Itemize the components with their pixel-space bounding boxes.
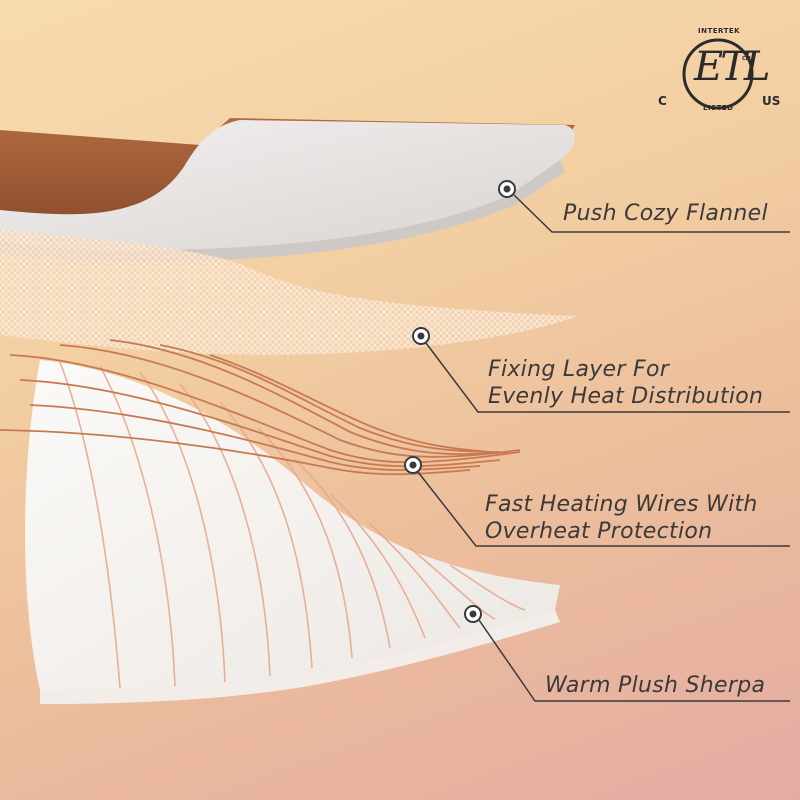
etl-circle-icon (682, 38, 754, 110)
label-line: Fast Heating Wires With (485, 492, 758, 517)
label-fixing-layer: Fixing Layer For Evenly Heat Distributio… (488, 356, 763, 410)
label-sherpa: Warm Plush Sherpa (545, 672, 765, 699)
label-line: Overheat Protection (485, 519, 713, 544)
etl-listed-mark: INTERTEK ETL LISTED C US CM (658, 22, 781, 114)
label-line: Fixing Layer For (488, 357, 670, 382)
label-line: Push Cozy Flannel (563, 201, 768, 226)
etl-us-text: US (762, 94, 781, 108)
etl-brand-text: INTERTEK (698, 27, 741, 35)
callout-wires (404, 456, 790, 547)
flannel-face (0, 120, 575, 250)
mesh-layer (0, 230, 578, 355)
callout-mesh (412, 327, 790, 413)
etl-cm-text: CM (742, 56, 751, 62)
callout-flannel (498, 180, 790, 233)
etl-letters: ETL (694, 44, 770, 90)
label-line: Evenly Heat Distribution (488, 384, 764, 409)
etl-listed-text: LISTED (703, 104, 734, 112)
label-line: Warm Plush Sherpa (545, 673, 766, 698)
label-flannel: Push Cozy Flannel (563, 200, 768, 227)
sherpa-layer (25, 360, 560, 704)
callout-sherpa (464, 605, 790, 702)
etl-c-text: C (658, 94, 667, 108)
sherpa-body (25, 360, 560, 690)
sherpa-fringe (40, 610, 560, 704)
label-heating-wires: Fast Heating Wires With Overheat Protect… (485, 491, 758, 545)
